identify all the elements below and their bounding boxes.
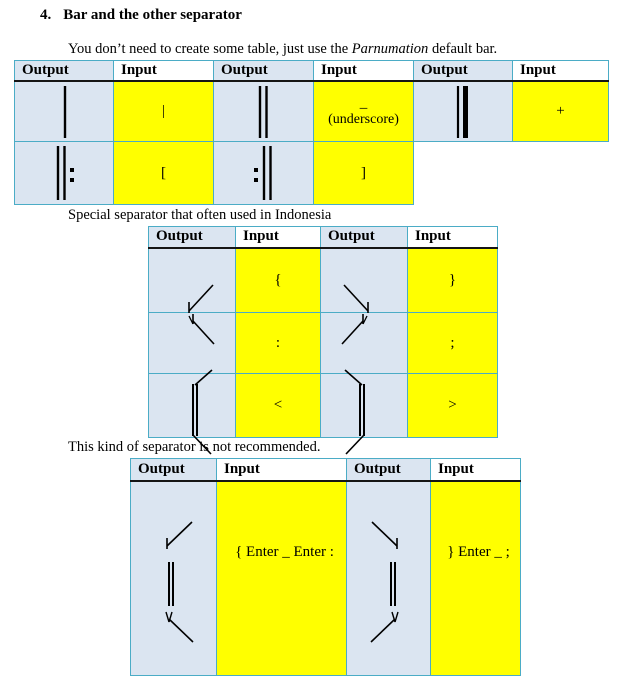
double-barline-cell <box>213 80 314 142</box>
open-angle-upper-stroke-cell <box>148 247 236 313</box>
column-header-output: Output <box>413 60 513 82</box>
column-header-output: Output <box>14 60 114 82</box>
close-bracket-input-cell: ] <box>313 141 414 205</box>
intro-text-before: You don’t need to create some table, jus… <box>68 41 352 57</box>
column-header-output: Output <box>148 226 236 249</box>
end-repeat-icon <box>254 145 272 200</box>
less-than-input-cell: < <box>235 373 321 438</box>
open-brace-input-cell: { <box>235 247 321 313</box>
table-header-row: Output Input Output Input <box>130 458 521 482</box>
stacked-open-angle-double-barline-icon <box>165 521 194 643</box>
open-bracket-input-cell: [ <box>113 141 214 205</box>
single-barline-icon <box>63 85 67 138</box>
table-row: [ ] <box>14 141 609 205</box>
not-recommended-note: This kind of separator is not recommende… <box>68 439 321 455</box>
underscore-input-cell: _ (underscore) <box>313 80 414 142</box>
indonesia-separator-table: Output Input Output Input { } <box>148 226 498 455</box>
close-angle-lower-stroke-cell <box>320 312 408 374</box>
open-angle-double-barline-icon <box>192 368 213 455</box>
close-angle-double-barline-cell <box>320 368 408 455</box>
close-brace-enter-input-cell: } Enter _ ; <box>430 480 521 676</box>
underscore-caption: (underscore) <box>328 111 399 127</box>
column-header-output: Output <box>130 458 217 482</box>
plus-input-cell: + <box>512 80 609 142</box>
begin-repeat-cell <box>14 141 114 205</box>
table-row: | _ (underscore) + <box>14 80 609 142</box>
column-header-input: Input <box>113 60 214 82</box>
table-row: < > <box>148 368 498 455</box>
close-brace-input-cell: } <box>407 247 498 313</box>
column-header-output: Output <box>213 60 314 82</box>
heading-title: Bar and the other separator <box>63 7 242 23</box>
parnumation-name: Parnumation <box>351 41 429 57</box>
empty-region <box>413 141 609 205</box>
column-header-input: Input <box>512 60 609 82</box>
open-angle-double-barline-cell <box>148 368 236 455</box>
pipe-input-cell: | <box>113 80 214 142</box>
column-header-input: Input <box>407 226 498 249</box>
table-header-row: Output Input Output Input <box>148 226 498 249</box>
greater-than-input-cell: > <box>407 373 498 438</box>
table-row: { } <box>148 247 498 313</box>
heading-number: 4. <box>40 7 52 23</box>
final-barline-icon <box>456 85 468 138</box>
stacked-close-angle-double-barline-icon <box>370 521 399 643</box>
end-repeat-cell <box>213 141 314 205</box>
intro-text-after: default bar. <box>428 41 498 57</box>
double-barline-icon <box>258 85 268 138</box>
close-angle-lower-stroke-icon <box>341 313 368 345</box>
brace-enter-input-cell: { Enter _ Enter : <box>216 480 347 676</box>
underscore-glyph: _ <box>359 94 368 111</box>
open-angle-lower-stroke-cell <box>148 312 236 374</box>
column-header-input: Input <box>430 458 521 482</box>
open-angle-lower-stroke-icon <box>188 313 215 345</box>
colon-input-cell: : <box>235 312 321 374</box>
column-header-input: Input <box>216 458 347 482</box>
column-header-input: Input <box>313 60 414 82</box>
close-angle-upper-stroke-icon <box>343 284 369 313</box>
close-brace-enter-input-text: } Enter _ ; <box>447 543 510 560</box>
column-header-output: Output <box>320 226 408 249</box>
default-bar-table: Output Input Output Input Output Input | <box>14 60 609 205</box>
column-header-output: Output <box>346 458 431 482</box>
stacked-open-angle-double-barline-cell <box>130 480 217 676</box>
stacked-close-angle-double-barline-cell <box>346 480 431 676</box>
single-barline-cell <box>14 80 114 142</box>
table-row: { Enter _ Enter : } Enter _ ; <box>130 480 521 676</box>
close-angle-double-barline-icon <box>344 368 365 455</box>
table-row: : ; <box>148 312 498 374</box>
close-angle-upper-stroke-cell <box>320 247 408 313</box>
not-recommended-table: Output Input Output Input { Enter _ Ente… <box>130 458 521 676</box>
semicolon-input-cell: ; <box>407 312 498 374</box>
table-header-row: Output Input Output Input Output Input <box>14 60 609 82</box>
intro-paragraph: You don’t need to create some table, jus… <box>68 41 497 58</box>
open-angle-upper-stroke-icon <box>188 284 214 313</box>
indonesia-note: Special separator that often used in Ind… <box>68 207 332 223</box>
brace-enter-input-text: { Enter _ Enter : <box>235 543 334 560</box>
final-barline-cell <box>413 80 513 142</box>
section-heading: 4. Bar and the other separator <box>40 7 242 24</box>
column-header-input: Input <box>235 226 321 249</box>
begin-repeat-icon <box>56 145 74 200</box>
